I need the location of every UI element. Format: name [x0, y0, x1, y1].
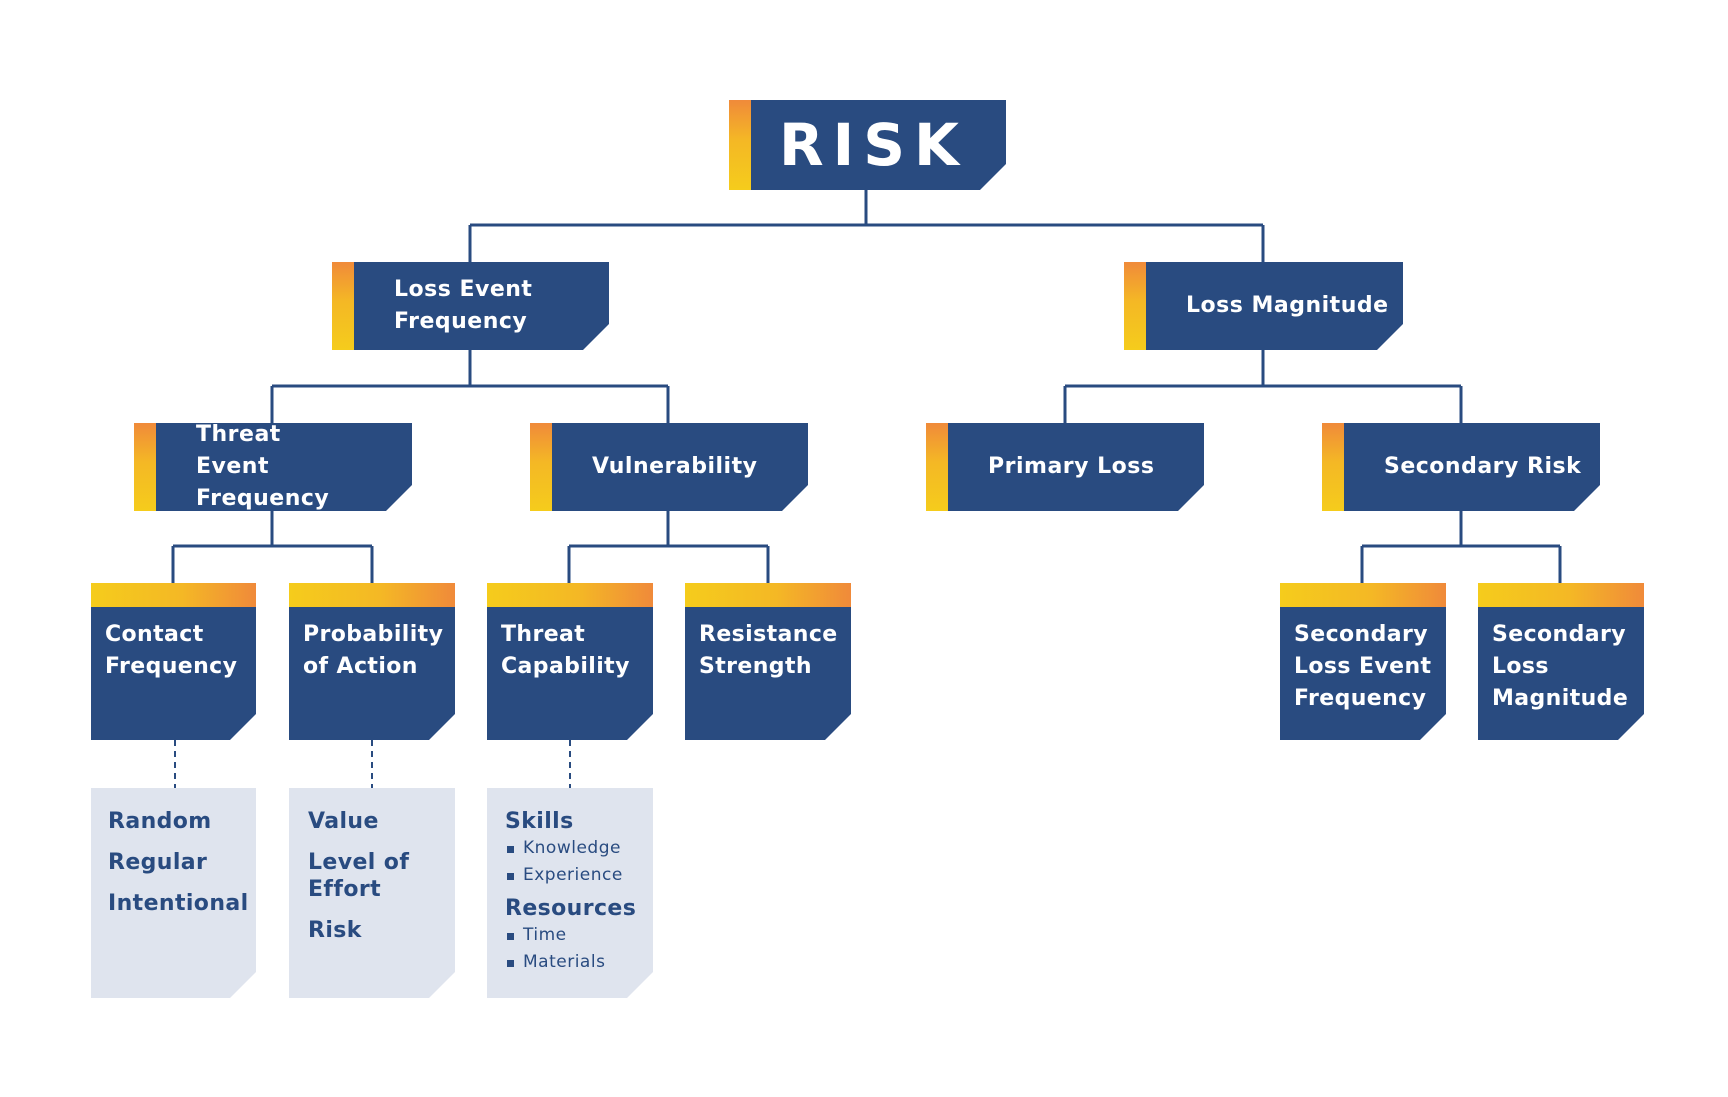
loss-magnitude-box [1146, 262, 1403, 350]
loss-magnitude-accent [1124, 262, 1147, 350]
probability-of-action-box [289, 607, 455, 740]
detail-item-risk: Risk [308, 918, 362, 943]
risk-node: RISK [729, 100, 1006, 190]
secondary-loss-event-frequency-box [1280, 607, 1446, 740]
secondary-risk-box [1344, 423, 1600, 511]
resistance-strength-box [685, 607, 851, 740]
connector-lm [1063, 350, 1463, 423]
secondary-loss-magnitude-label: Secondary Loss Magnitude [1492, 622, 1629, 711]
contact-frequency-box [91, 607, 256, 740]
connector-risk [468, 190, 1265, 262]
threat-event-frequency-label: Threat Event Frequency [196, 422, 330, 511]
secondary-risk-accent [1322, 423, 1345, 511]
connector-sr [1360, 511, 1562, 583]
secondary-loss-event-frequency-accent [1280, 583, 1446, 607]
loss-magnitude-node: Loss Magnitude [1124, 262, 1403, 350]
detail-subitem-experience: Experience [505, 862, 653, 889]
vulnerability-label: Vulnerability [592, 454, 758, 479]
vulnerability-box [552, 423, 808, 511]
loss-event-frequency-accent [332, 262, 355, 350]
threat-capability-label: Threat Capability [501, 622, 630, 679]
detail-subitem-materials: Materials [505, 949, 653, 976]
contact-frequency-label: Contact Frequency [105, 622, 238, 679]
detail-item-random: Random [108, 809, 212, 834]
contact-frequency-details: Random Regular Intentional [91, 788, 256, 998]
secondary-risk-label: Secondary Risk [1384, 454, 1582, 479]
threat-capability-box [487, 607, 653, 740]
resistance-strength-label: Resistance Strength [699, 622, 838, 679]
detail-item-regular: Regular [108, 850, 208, 875]
threat-capability-node: Threat Capability [487, 583, 653, 740]
threat-capability-details: Skills Knowledge Experience Resources Ti… [487, 788, 653, 998]
detail-item-value: Value [308, 809, 379, 834]
detail-subitem-knowledge: Knowledge [505, 835, 653, 862]
threat-event-frequency-box [156, 423, 412, 511]
probability-of-action-label: Probability of Action [303, 622, 444, 679]
threat-event-frequency-accent [134, 423, 157, 511]
detail-item-intentional: Intentional [108, 891, 249, 916]
detail-item-level-of-effort: Level of Effort [308, 850, 410, 902]
loss-event-frequency-label: Loss Event Frequency [394, 277, 533, 334]
detail-subitem-time: Time [505, 922, 653, 949]
vulnerability-node: Vulnerability [530, 423, 808, 511]
secondary-loss-event-frequency-label: Secondary Loss Event Frequency [1294, 622, 1432, 711]
primary-loss-accent [926, 423, 949, 511]
primary-loss-box [948, 423, 1204, 511]
primary-loss-node: Primary Loss [926, 423, 1204, 511]
risk-accent [729, 100, 752, 190]
loss-event-frequency-node: Loss Event Frequency [332, 262, 609, 350]
detail-item-resources: Resources [505, 896, 637, 921]
secondary-loss-magnitude-box [1478, 607, 1644, 740]
loss-event-frequency-box [354, 262, 609, 350]
risk-box [751, 100, 1006, 190]
secondary-loss-magnitude-accent [1478, 583, 1644, 607]
probability-of-action-accent [289, 583, 455, 607]
connector-tef [171, 511, 374, 583]
contact-frequency-node: Contact Frequency [91, 583, 256, 740]
secondary-loss-magnitude-node: Secondary Loss Magnitude [1478, 583, 1644, 740]
probability-of-action-details: Value Level of Effort Risk [289, 788, 455, 998]
secondary-risk-node: Secondary Risk [1322, 423, 1600, 511]
loss-magnitude-label: Loss Magnitude [1186, 293, 1389, 318]
connector-lef [270, 350, 670, 423]
primary-loss-label: Primary Loss [988, 454, 1155, 479]
vulnerability-accent [530, 423, 553, 511]
contact-frequency-accent [91, 583, 256, 607]
detail-item-skills: Skills [505, 809, 574, 834]
threat-capability-accent [487, 583, 653, 607]
probability-of-action-node: Probability of Action [289, 583, 455, 740]
secondary-loss-event-frequency-node: Secondary Loss Event Frequency [1280, 583, 1446, 740]
risk-label: RISK [779, 111, 968, 179]
connector-vuln [567, 511, 770, 583]
threat-event-frequency-node: Threat Event Frequency [134, 422, 412, 511]
resistance-strength-accent [685, 583, 851, 607]
resistance-strength-node: Resistance Strength [685, 583, 851, 740]
